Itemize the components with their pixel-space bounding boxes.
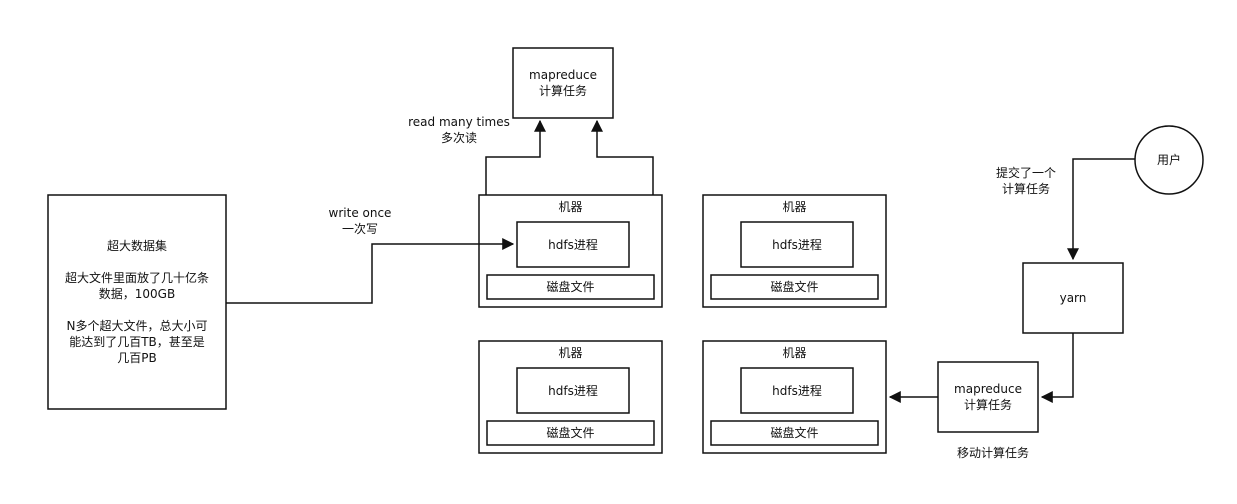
write-once-cn-text: 一次写 (341, 222, 378, 236)
hdfs-process-box-4 (740, 367, 854, 414)
move-task-label: 移动计算任务 (956, 446, 1029, 460)
hdfs-process-box-3 (516, 367, 630, 414)
read-arrow-left (485, 119, 546, 195)
machine-title-3: 机器 (558, 346, 583, 360)
disk-file-box-2 (710, 274, 879, 300)
hdfs-process-label-1: hdfs进程 (548, 237, 598, 252)
yarn-label: yarn (1059, 291, 1087, 305)
mapreduce-bottom-text: mapreduce 计算任务 (938, 362, 1038, 432)
disk-file-label-1: 磁盘文件 (546, 280, 595, 294)
hdfs-process-label-2: hdfs进程 (772, 237, 822, 252)
dataset-desc-line1: 超大文件里面放了几十亿条 (64, 271, 209, 285)
user-circle (1134, 125, 1204, 195)
read-arrow-right (591, 119, 654, 195)
disk-file-box-1 (486, 274, 655, 300)
submit-task-line2: 计算任务 (1001, 182, 1050, 196)
disk-file-label-4: 磁盘文件 (770, 426, 819, 440)
write-once-label: write once 一次写 (310, 205, 410, 237)
hdfs-process-box-2 (740, 221, 854, 268)
read-many-label: read many times 多次读 (400, 114, 518, 146)
mapreduce-bottom-box (937, 361, 1039, 433)
yarn-box (1022, 262, 1124, 334)
mapreduce-top-line1: mapreduce (529, 68, 597, 82)
hdfs-process-box-1 (516, 221, 630, 268)
mapreduce-bottom-line1: mapreduce (954, 382, 1022, 396)
mapreduce-top-text: mapreduce 计算任务 (513, 48, 613, 118)
submit-arrow (1067, 158, 1135, 261)
read-many-cn-text: 多次读 (440, 131, 477, 145)
yarn-to-mapreduce-arrow (1040, 333, 1074, 403)
dataset-desc-line5: 几百PB (117, 351, 157, 365)
dataset-box (47, 194, 227, 410)
disk-file-box-3 (486, 420, 655, 446)
read-many-text: read many times (408, 115, 510, 129)
write-arrow (226, 238, 515, 304)
user-label: 用户 (1156, 153, 1181, 167)
disk-file-label-2: 磁盘文件 (770, 280, 819, 294)
submit-task-line1: 提交了一个 (995, 166, 1056, 180)
hdfs-process-label-4: hdfs进程 (772, 383, 822, 398)
mapreduce-top-line2: 计算任务 (538, 84, 587, 98)
submit-task-label: 提交了一个 计算任务 (978, 165, 1074, 197)
dataset-desc-line3: N多个超大文件，总大小可 (66, 319, 208, 333)
disk-file-label-3: 磁盘文件 (546, 426, 595, 440)
machine-title-1: 机器 (558, 200, 583, 214)
dataset-text: 超大数据集 超大文件里面放了几十亿条 数据，100GB N多个超大文件，总大小可… (48, 238, 226, 366)
mapreduce-top-box (512, 47, 614, 119)
machine-title-2: 机器 (782, 200, 807, 214)
disk-file-box-4 (710, 420, 879, 446)
hdfs-process-label-3: hdfs进程 (548, 383, 598, 398)
machine-title-4: 机器 (782, 346, 807, 360)
mapreduce-bottom-line2: 计算任务 (963, 398, 1012, 412)
dataset-title: 超大数据集 (106, 239, 167, 253)
dataset-desc-line2: 数据，100GB (98, 287, 176, 301)
write-once-text: write once (328, 206, 392, 220)
dataset-desc-line4: 能达到了几百TB，甚至是 (69, 335, 205, 349)
